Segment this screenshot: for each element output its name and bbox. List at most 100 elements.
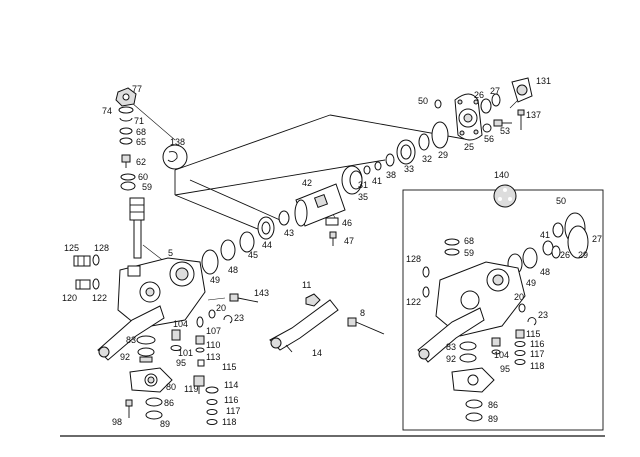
callout-71: 71 <box>134 116 144 126</box>
callout-42: 42 <box>302 178 312 188</box>
callout-35: 35 <box>358 192 368 202</box>
nut-11 <box>305 293 321 307</box>
callout-53: 53 <box>500 126 510 136</box>
washer-56 <box>482 123 492 133</box>
ring-20b <box>518 303 526 313</box>
callout-116: 116 <box>224 395 238 405</box>
callout-119: 119 <box>184 384 198 394</box>
callout-137: 137 <box>526 110 541 120</box>
callout-118-detail: 118 <box>530 361 544 371</box>
ring-49a <box>201 249 219 275</box>
callout-31: 31 <box>358 180 368 190</box>
bolt-143 <box>229 293 259 303</box>
callout-23: 23 <box>234 313 244 323</box>
ring-27a <box>491 93 501 107</box>
ring-50b <box>552 222 564 238</box>
ring-26b <box>551 245 561 259</box>
pitman-arm-92 <box>97 305 165 361</box>
callout-113: 113 <box>206 352 220 362</box>
washer-128b <box>422 266 430 278</box>
callout-32: 32 <box>422 154 432 164</box>
washer-74 <box>118 106 134 114</box>
circlip-138 <box>162 144 188 170</box>
callout-117-detail: 117 <box>530 349 544 359</box>
callout-89: 89 <box>160 419 170 429</box>
callout-59-detail: 59 <box>464 248 474 258</box>
callout-83-detail: 83 <box>446 342 456 352</box>
washer-50a <box>434 99 442 109</box>
ring-31 <box>363 165 371 175</box>
callout-23-detail: 23 <box>538 310 548 320</box>
ring-32 <box>418 133 430 151</box>
flange-assembly-25 <box>454 93 483 141</box>
callout-80: 80 <box>166 382 176 392</box>
ring-89b <box>465 412 483 422</box>
callout-5: 5 <box>168 248 173 258</box>
ring-59a <box>120 181 136 191</box>
fitting-120 <box>75 279 91 290</box>
detail-housing <box>435 261 526 337</box>
ring-38 <box>385 153 395 167</box>
ring-86b <box>465 399 483 409</box>
callout-131: 131 <box>536 76 551 86</box>
ring-29a <box>431 121 449 149</box>
nut-77 <box>115 87 137 107</box>
callout-38: 38 <box>386 170 396 180</box>
callout-43: 43 <box>284 228 294 238</box>
ring-41b <box>542 240 554 256</box>
callout-26: 26 <box>474 90 484 100</box>
steering-gear-housing <box>117 257 206 329</box>
ring-59b <box>444 248 460 256</box>
callout-122: 122 <box>92 293 107 303</box>
callout-138: 138 <box>170 137 185 147</box>
callout-50: 50 <box>418 96 428 106</box>
ring-89a <box>145 410 163 420</box>
detail-icon-140 <box>493 184 517 208</box>
callout-25: 25 <box>464 142 474 152</box>
washer-122a <box>92 278 100 290</box>
ring-86a <box>145 397 163 407</box>
callout-50-detail: 50 <box>556 196 566 206</box>
bolt-137 <box>517 109 525 130</box>
clip-23a <box>223 315 233 324</box>
bearing-33 <box>396 139 416 165</box>
ring-20a <box>208 309 216 319</box>
ring-68a <box>119 127 133 135</box>
callout-83: 83 <box>126 335 136 345</box>
callout-92-detail: 92 <box>446 354 456 364</box>
callout-8: 8 <box>360 308 365 318</box>
callout-48: 48 <box>228 265 238 275</box>
callout-125: 125 <box>64 243 79 253</box>
callout-95-detail: 95 <box>500 364 510 374</box>
callout-117: 117 <box>226 406 240 416</box>
washer-128a <box>92 254 100 266</box>
callout-118: 118 <box>222 417 236 427</box>
seal-26a <box>480 98 492 114</box>
ring-45 <box>239 231 255 253</box>
plate-46 <box>325 217 339 226</box>
screw-47 <box>329 231 337 246</box>
callout-86-detail: 86 <box>488 400 498 410</box>
valve-stack-center <box>170 316 219 425</box>
detail-cover <box>451 367 495 393</box>
clip-71 <box>119 117 133 122</box>
callout-114: 114 <box>224 380 238 390</box>
callout-140: 140 <box>494 170 509 180</box>
callout-101: 101 <box>178 348 193 358</box>
callout-115: 115 <box>222 362 236 372</box>
callout-128-detail: 128 <box>406 254 421 264</box>
callout-77: 77 <box>132 84 142 94</box>
callout-59: 59 <box>142 182 152 192</box>
callout-44: 44 <box>262 240 272 250</box>
piston-42 <box>294 183 346 227</box>
callout-labels: 131 27 26 50 137 53 56 25 29 32 33 38 41… <box>62 76 602 429</box>
callout-98: 98 <box>112 417 122 427</box>
callout-46: 46 <box>342 218 352 228</box>
ring-48a <box>220 239 236 261</box>
callout-29: 29 <box>438 150 448 160</box>
washer-122b <box>422 286 430 298</box>
bolt-8 <box>347 317 385 335</box>
clip-23b <box>527 317 537 326</box>
